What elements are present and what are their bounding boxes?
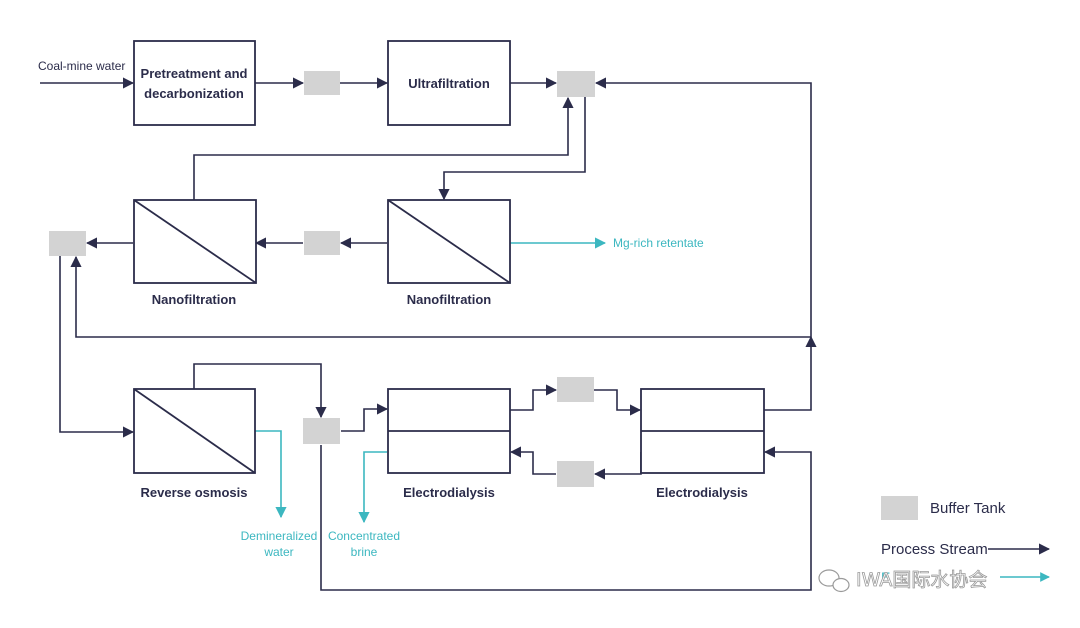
- buffer-tank-1: [304, 71, 340, 95]
- stream-nf1-recycle-to-buffer2: [193, 96, 574, 200]
- legend-secondary-stream: E: [881, 569, 890, 585]
- stream-buffer2-to-nf2: [438, 97, 586, 201]
- demineralized-water-label-line2: water: [263, 545, 293, 559]
- watermark: IWA国际水协会: [818, 569, 988, 593]
- stream-demineralized-water: [255, 430, 287, 519]
- pretreatment-label-line1: Pretreatment and: [141, 66, 248, 81]
- stream-ed2-recycle-up: [764, 335, 817, 411]
- pretreatment-box: [133, 40, 256, 126]
- buffer-tank-5: [303, 418, 340, 444]
- buffer-tank-swatch: [881, 496, 918, 520]
- reverse-osmosis-label: Reverse osmosis: [141, 485, 248, 500]
- buffer-tank-2: [557, 71, 595, 97]
- buffer-tank-7: [557, 461, 594, 487]
- nanofiltration-1-label: Nanofiltration: [152, 292, 237, 307]
- electrodialysis-1-label: Electrodialysis: [403, 485, 495, 500]
- stream-ed1-to-buffer6: [510, 384, 558, 411]
- stream-recycle-to-buffer4: [70, 255, 811, 338]
- buffer-tank-4: [49, 231, 86, 256]
- feed-label: Coal-mine water: [38, 59, 125, 73]
- nanofiltration-1-membrane: [133, 199, 257, 284]
- stream-ed2-to-buffer7: [593, 452, 642, 480]
- stream-ro-to-buffer5: [193, 363, 327, 419]
- ultrafiltration-box: [387, 40, 511, 126]
- stream-buffer4-to-ro: [59, 256, 135, 438]
- reverse-osmosis-membrane: [133, 388, 256, 474]
- stream-buffer5-to-ed1: [341, 403, 389, 432]
- concentrated-brine-label-line1: Concentrated: [328, 529, 400, 543]
- stream-recycle-to-buffer2: [594, 77, 812, 337]
- watermark-text: IWA国际水协会: [856, 569, 987, 591]
- wechat-icon: [818, 569, 850, 593]
- electrodialysis-2-label: Electrodialysis: [656, 485, 748, 500]
- stream-buffer7-to-ed1: [509, 446, 556, 475]
- stream-buffer5-to-ed2: [320, 445, 812, 591]
- mg-retentate-label: Mg-rich retentate: [613, 236, 704, 250]
- demineralized-water-label-line1: Demineralized: [241, 529, 318, 543]
- concentrated-brine-label-line2: brine: [351, 545, 378, 559]
- legend-process-stream: Process Stream: [881, 541, 988, 558]
- nanofiltration-2-label: Nanofiltration: [407, 292, 492, 307]
- ultrafiltration-label: Ultrafiltration: [408, 76, 490, 91]
- buffer-tank-6: [557, 377, 594, 402]
- legend-buffer-tank: Buffer Tank: [930, 500, 1006, 517]
- pretreatment-label-line2: decarbonization: [144, 86, 244, 101]
- nanofiltration-2-membrane: [387, 199, 511, 284]
- legend: Buffer Tank Process Stream E: [881, 496, 1051, 585]
- buffer-tank-3: [304, 231, 340, 255]
- stream-buffer6-to-ed2: [594, 389, 642, 416]
- stream-concentrated-brine: [358, 451, 387, 524]
